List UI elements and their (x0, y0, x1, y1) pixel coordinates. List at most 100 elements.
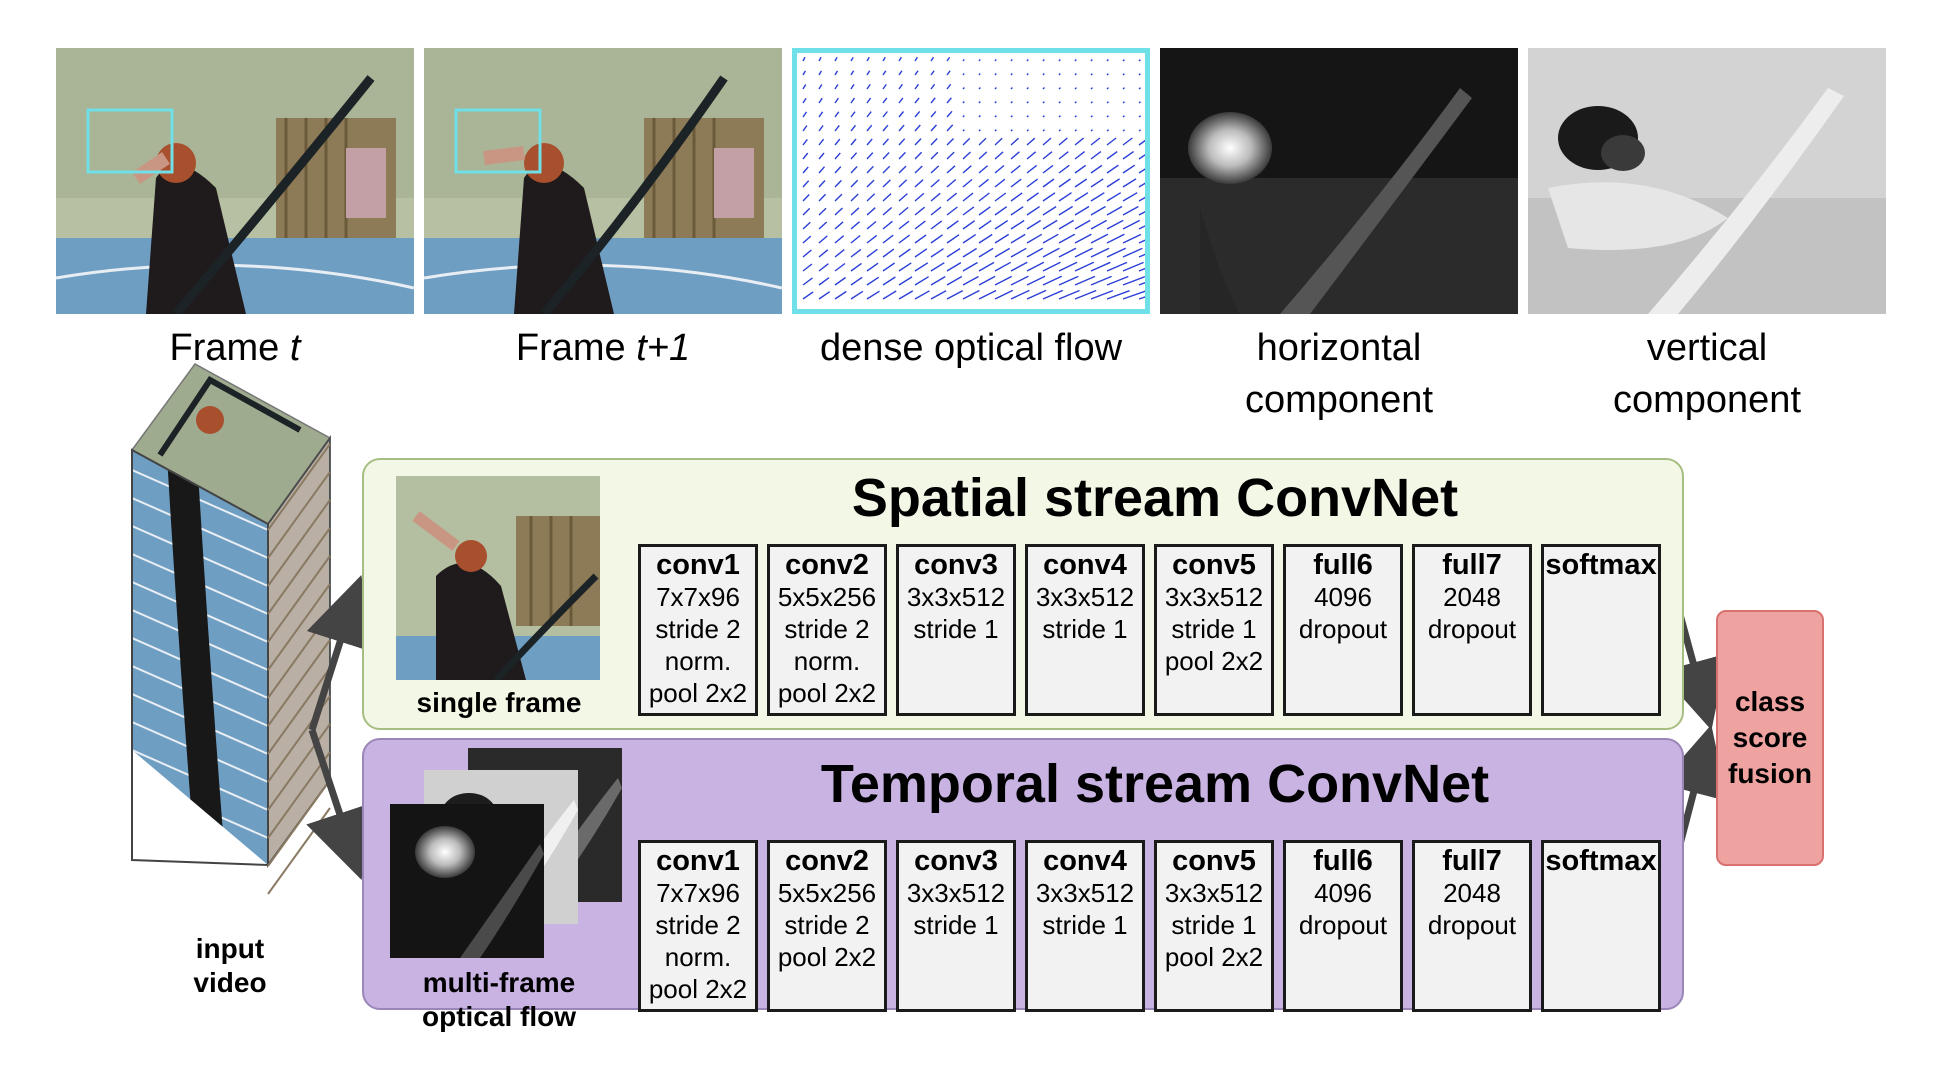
flow-arrow (1058, 73, 1061, 76)
flow-arrow (1122, 164, 1136, 174)
flow-arrow (1026, 261, 1045, 272)
flow-arrow (818, 125, 824, 132)
flow-arrow (1106, 73, 1109, 76)
flow-arrow (1026, 151, 1037, 160)
flow-arrow (834, 179, 842, 188)
flow-arrow (1122, 205, 1139, 216)
spatial-stream-panel: Spatial stream ConvNet single frame conv… (362, 458, 1684, 730)
flow-arrow (914, 262, 929, 272)
flow-arrow (802, 263, 813, 272)
frame-side-edge (267, 499, 331, 587)
flow-arrow (946, 262, 962, 272)
flow-arrow (802, 97, 807, 104)
flow-arrow (898, 83, 903, 90)
flow-arrow (866, 138, 873, 146)
flow-arrow (1058, 247, 1077, 258)
flow-arrow (898, 111, 905, 118)
flow-arrow (994, 289, 1014, 300)
flow-arrow (802, 125, 808, 132)
flow-arrow (1010, 164, 1021, 174)
flow-arrow (994, 58, 997, 62)
flow-arrow (1010, 58, 1013, 62)
flow-arrow (818, 207, 827, 216)
flow-arrow (1058, 233, 1076, 244)
flow-arrow (914, 138, 922, 146)
flow-arrow (866, 70, 871, 76)
flow-arrow (1122, 233, 1142, 244)
flow-arrow (962, 58, 965, 62)
flow-arrow (818, 152, 825, 160)
flow-arrow (850, 234, 861, 244)
flow-arrow (1026, 275, 1046, 286)
flow-arrow (898, 234, 911, 244)
flow-arrow (1074, 164, 1087, 174)
flow-arrow (1058, 261, 1078, 272)
flow-arrow (882, 290, 897, 300)
flow-arrow (850, 276, 863, 286)
flow-arrow (1090, 192, 1105, 202)
flow-arrow (818, 277, 830, 286)
flow-arrow (1122, 219, 1141, 230)
flow-arrow (1090, 129, 1093, 132)
flow-arrow (1074, 151, 1086, 160)
flow-arrow (866, 152, 874, 160)
flow-arrow (1042, 247, 1060, 258)
flow-arrow (1058, 129, 1061, 132)
flow-arrow (882, 248, 895, 258)
flow-arrow (1042, 151, 1053, 160)
flow-arrow (818, 111, 824, 118)
flow-arrow (882, 179, 891, 188)
flow-arrow (1090, 59, 1093, 62)
flow-arrow (1042, 73, 1045, 76)
flow-arrow (930, 138, 938, 146)
flow-arrow (802, 56, 806, 62)
flow-arrow (914, 290, 930, 300)
flow-arrow (1106, 219, 1124, 230)
flow-arrow (994, 129, 997, 132)
flow-arrow (1058, 59, 1061, 62)
single-frame-image (396, 476, 600, 680)
flow-arrow (1122, 275, 1145, 286)
flow-arrow (962, 247, 977, 258)
flow-arrow (850, 111, 856, 118)
flow-arrow (978, 289, 997, 300)
flow-arrow (994, 233, 1010, 244)
flow-arrow (978, 247, 994, 258)
frame-side-edge (267, 443, 331, 531)
flow-arrow (1042, 206, 1057, 216)
flow-arrow (866, 234, 878, 244)
flow-arrow (978, 178, 989, 188)
flow-arrow (1122, 129, 1126, 132)
flow-arrow (850, 248, 862, 258)
flow-arrow (914, 192, 925, 202)
flow-arrow (866, 165, 874, 174)
flow-arrow (834, 111, 840, 118)
flow-arrow (1058, 275, 1079, 286)
flow-arrow (978, 233, 993, 244)
flow-arrow (834, 56, 838, 62)
flow-arrow (1010, 247, 1027, 258)
flow-arrow (898, 56, 902, 62)
flow-arrow (978, 72, 981, 76)
flow-arrow (834, 262, 846, 272)
flow-arrow (1042, 137, 1052, 146)
fusion-label-line3: fusion (1728, 758, 1812, 789)
spatial-stream-title: Spatial stream ConvNet (851, 468, 1459, 528)
flow-arrow (1122, 101, 1125, 104)
frame-side-edge (267, 723, 331, 811)
flow-arrow (802, 235, 812, 244)
flow-arrow (1090, 261, 1111, 272)
flow-arrow (1010, 206, 1024, 216)
frame-side-edge (267, 527, 331, 615)
flow-arrow (818, 249, 829, 258)
flow-arrow (834, 138, 841, 146)
frame-side-edge (267, 639, 331, 727)
flow-arrow (962, 220, 976, 230)
flow-arrow (978, 220, 992, 230)
flow-arrow (930, 206, 942, 216)
